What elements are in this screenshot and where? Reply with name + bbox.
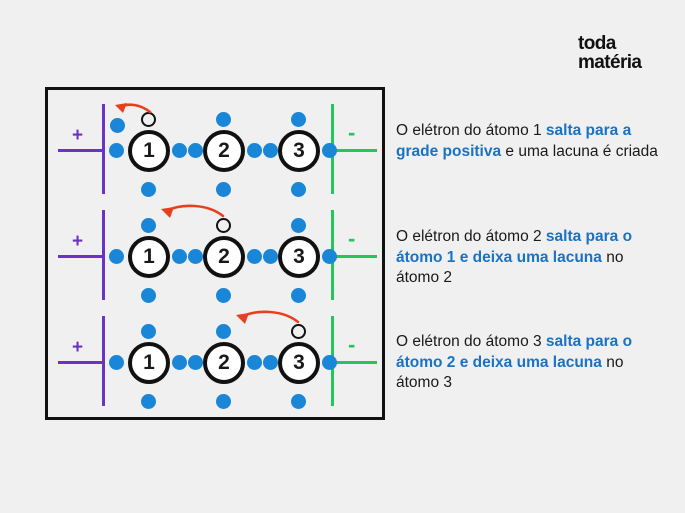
electron-top-atom-2-row-1 bbox=[216, 112, 231, 127]
atom-2-row-2: 2 bbox=[203, 236, 245, 278]
electron-left-atom-1-row-2 bbox=[109, 249, 124, 264]
bond-electron-b-23-row-1 bbox=[263, 143, 278, 158]
atom-chain-row-3: 1 2 3 bbox=[109, 308, 337, 418]
hole-atom-2-row-2 bbox=[216, 218, 231, 233]
circuit-row-2: + 1 2 3 bbox=[48, 202, 382, 312]
atom-3-label-row-3: 3 bbox=[293, 351, 305, 374]
electron-top-atom-1-row-2 bbox=[141, 218, 156, 233]
bond-electron-b-23-row-3 bbox=[263, 355, 278, 370]
bond-electron-b-23-row-2 bbox=[263, 249, 278, 264]
electron-bottom-atom-1-row-2 bbox=[141, 288, 156, 303]
semiconductor-conduction-diagram: + 1 2 bbox=[45, 87, 385, 420]
atom-2-row-1: 2 bbox=[203, 130, 245, 172]
electron-top-atom-3-row-1 bbox=[291, 112, 306, 127]
positive-plate-row-3 bbox=[58, 361, 103, 364]
positive-electrode-row-2: + bbox=[54, 210, 116, 302]
positive-post-row-2 bbox=[102, 210, 105, 300]
atom-3-row-3: 3 bbox=[278, 342, 320, 384]
bond-electron-b-12-row-1 bbox=[188, 143, 203, 158]
electron-left-atom-1-row-1 bbox=[109, 143, 124, 158]
atom-2-row-3: 2 bbox=[203, 342, 245, 384]
electron-jump-arrow-row-1 bbox=[115, 103, 152, 114]
electron-top-atom-2-row-3 bbox=[216, 324, 231, 339]
caption-2-part-1: O elétron do átomo 2 bbox=[396, 228, 546, 245]
positive-sign-row-2: + bbox=[72, 231, 84, 252]
electron-jump-arrow-row-2 bbox=[161, 204, 225, 218]
electron-bottom-atom-2-row-3 bbox=[216, 394, 231, 409]
bond-electron-a-23-row-3 bbox=[247, 355, 262, 370]
bond-electron-a-23-row-2 bbox=[247, 249, 262, 264]
caption-row-3: O elétron do átomo 3 salta para o átomo … bbox=[396, 332, 666, 394]
caption-row-2: O elétron do átomo 2 salta para o átomo … bbox=[396, 227, 666, 289]
atom-1-row-1: 1 bbox=[128, 130, 170, 172]
positive-plate-row-2 bbox=[58, 255, 103, 258]
negative-sign-row-1: - bbox=[348, 120, 356, 145]
caption-2-part-2: no átomo 2 bbox=[396, 248, 624, 287]
circuit-row-3: + 1 2 3 bbox=[48, 308, 382, 418]
electron-bottom-atom-2-row-2 bbox=[216, 288, 231, 303]
atom-1-row-2: 1 bbox=[128, 236, 170, 278]
negative-sign-row-2: - bbox=[348, 226, 356, 251]
atom-3-row-2: 3 bbox=[278, 236, 320, 278]
caption-2-highlight-1: salta para o átomo 1 e deixa uma lacuna bbox=[396, 228, 633, 266]
hole-atom-3-row-3 bbox=[291, 324, 306, 339]
positive-plate-row-1 bbox=[58, 149, 103, 152]
atom-1-label-row-1: 1 bbox=[143, 139, 155, 162]
electron-top-atom-3-row-2 bbox=[291, 218, 306, 233]
bond-electron-b-12-row-2 bbox=[188, 249, 203, 264]
caption-1-part-1: O elétron do átomo 1 bbox=[396, 122, 546, 139]
electron-right-atom-3-row-1 bbox=[322, 143, 337, 158]
electron-bottom-atom-3-row-3 bbox=[291, 394, 306, 409]
caption-1-part-2: e uma lacuna é criada bbox=[501, 142, 658, 160]
atom-2-label-row-1: 2 bbox=[218, 139, 230, 162]
bond-electron-a-12-row-1 bbox=[172, 143, 187, 158]
caption-3-part-2: no átomo 3 bbox=[396, 353, 624, 392]
atom-2-label-row-2: 2 bbox=[218, 245, 230, 268]
bond-electron-a-23-row-1 bbox=[247, 143, 262, 158]
negative-sign-row-3: - bbox=[348, 332, 356, 357]
electron-bottom-atom-2-row-1 bbox=[216, 182, 231, 197]
electron-bottom-atom-3-row-2 bbox=[291, 288, 306, 303]
atom-3-label-row-1: 3 bbox=[293, 139, 305, 162]
negative-plate-row-1 bbox=[332, 149, 377, 152]
circuit-row-1: + 1 2 bbox=[48, 96, 382, 206]
positive-post-row-3 bbox=[102, 316, 105, 406]
atom-chain-row-2: 1 2 3 bbox=[109, 202, 337, 312]
bond-electron-a-12-row-3 bbox=[172, 355, 187, 370]
brand-logo-line-1: toda bbox=[578, 33, 616, 54]
electron-left-atom-1-row-3 bbox=[109, 355, 124, 370]
electron-right-atom-3-row-2 bbox=[322, 249, 337, 264]
electron-bottom-atom-1-row-1 bbox=[141, 182, 156, 197]
electron-bottom-atom-3-row-1 bbox=[291, 182, 306, 197]
electron-jump-arrow-row-3 bbox=[236, 310, 300, 324]
atom-1-row-3: 1 bbox=[128, 342, 170, 384]
caption-3-part-1: O elétron do átomo 3 bbox=[396, 333, 546, 350]
caption-row-1: O elétron do átomo 1 salta para a grade … bbox=[396, 121, 666, 162]
electron-right-atom-3-row-3 bbox=[322, 355, 337, 370]
caption-3-highlight-1: salta para o átomo 2 e deixa uma lacuna bbox=[396, 333, 633, 371]
atom-2-label-row-3: 2 bbox=[218, 351, 230, 374]
positive-sign-row-3: + bbox=[72, 337, 84, 358]
atom-chain-row-1: 1 2 3 bbox=[109, 96, 337, 206]
atom-1-label-row-2: 1 bbox=[143, 245, 155, 268]
atom-1-label-row-3: 1 bbox=[143, 351, 155, 374]
negative-plate-row-2 bbox=[332, 255, 377, 258]
electron-top-atom-1-row-3 bbox=[141, 324, 156, 339]
bond-electron-b-12-row-3 bbox=[188, 355, 203, 370]
positive-electrode-row-1: + bbox=[54, 104, 116, 196]
atom-3-label-row-2: 3 bbox=[293, 245, 305, 268]
free-electron-row-1 bbox=[110, 118, 125, 133]
negative-plate-row-3 bbox=[332, 361, 377, 364]
bond-electron-a-12-row-2 bbox=[172, 249, 187, 264]
caption-1-highlight-1: salta para a grade positiva bbox=[396, 122, 632, 160]
positive-sign-row-1: + bbox=[72, 125, 84, 146]
positive-electrode-row-3: + bbox=[54, 316, 116, 408]
brand-logo-line-2: matéria bbox=[578, 52, 642, 74]
hole-atom-1-row-1 bbox=[141, 112, 156, 127]
electron-bottom-atom-1-row-3 bbox=[141, 394, 156, 409]
brand-logo: toda matéria bbox=[578, 33, 642, 74]
atom-3-row-1: 3 bbox=[278, 130, 320, 172]
positive-post-row-1 bbox=[102, 104, 105, 194]
